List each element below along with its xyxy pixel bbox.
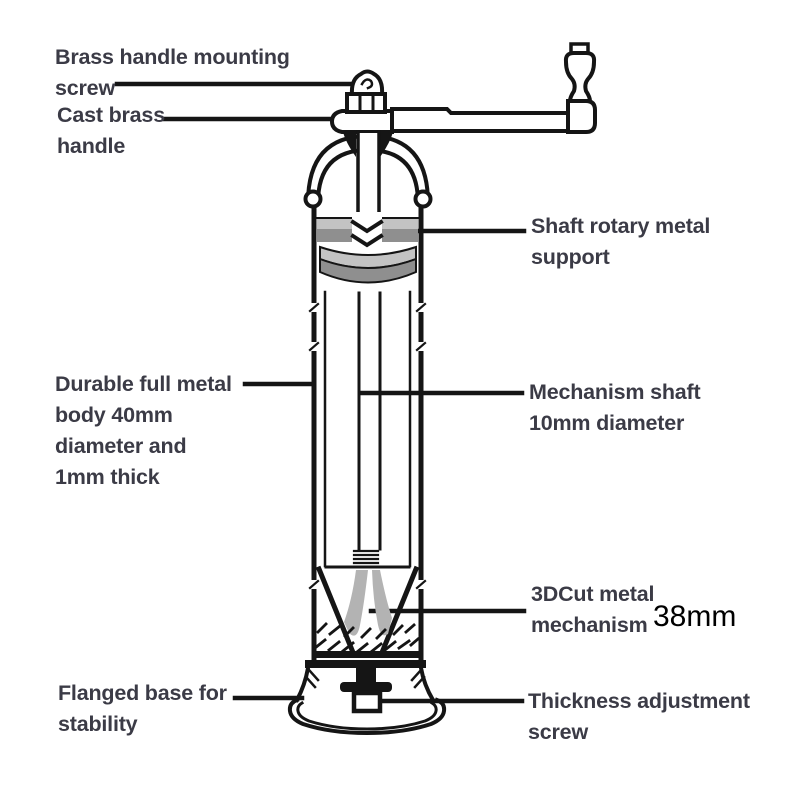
base-rim-outer bbox=[287, 697, 447, 736]
grinder-blade-left bbox=[344, 570, 368, 636]
grinding-mechanism bbox=[312, 565, 422, 658]
hopper-bottom-bar bbox=[312, 651, 422, 658]
spice-hatching bbox=[313, 622, 420, 654]
funnel-wall-left bbox=[315, 565, 356, 654]
label-brass-handle-mounting-screw: Brass handle mounting screw bbox=[55, 45, 290, 100]
mounting-nut bbox=[345, 92, 387, 114]
label-mechanism-shaft: Mechanism shaft 10mm diameter bbox=[529, 380, 701, 435]
dome-arch bbox=[303, 130, 433, 218]
bell-side-left bbox=[294, 665, 311, 703]
mounting-screw-dome bbox=[349, 69, 385, 96]
label-mechanism-size-38mm: 38mm bbox=[653, 600, 737, 633]
wall-notches bbox=[308, 302, 427, 590]
shaft-threads bbox=[352, 549, 380, 569]
handle-knob bbox=[563, 51, 597, 103]
label-durable-full-metal-body: Durable full metal body 40mm diameter an… bbox=[55, 372, 232, 489]
label-3dcut-metal-mechanism: 3DCut metal mechanism bbox=[531, 582, 655, 637]
grinder-blade-right bbox=[372, 570, 392, 636]
screw-wings bbox=[340, 682, 392, 692]
crank-handle-group bbox=[329, 42, 597, 134]
metal-body bbox=[308, 204, 427, 661]
curved-collar bbox=[319, 245, 417, 284]
label-shaft-rotary-metal-support: Shaft rotary metal support bbox=[531, 214, 711, 269]
thickness-adjustment-screw bbox=[340, 664, 392, 714]
crank-elbow bbox=[566, 99, 597, 134]
handle-hub bbox=[329, 109, 394, 134]
label-flanged-base-for-stability: Flanged base for stability bbox=[58, 681, 227, 736]
funnel-wall-right bbox=[379, 565, 420, 654]
arch-foot-right bbox=[413, 189, 433, 209]
shaft-chevron-top bbox=[350, 219, 384, 234]
screw-nut bbox=[351, 690, 383, 714]
collar-dark bbox=[319, 257, 417, 284]
mechanism-shaft bbox=[352, 291, 382, 569]
shaft-rotary-support bbox=[316, 212, 419, 250]
crank-arm bbox=[390, 107, 572, 133]
label-cast-brass-handle: Cast brass handle bbox=[57, 103, 165, 158]
screw-stem bbox=[356, 664, 376, 682]
shaft-chevron-bottom bbox=[350, 233, 384, 248]
base-rim-inner bbox=[296, 700, 438, 731]
arch-foot-left bbox=[303, 189, 323, 209]
bell-side-right bbox=[418, 665, 436, 703]
label-thickness-adjustment-screw: Thickness adjustment screw bbox=[528, 689, 750, 744]
